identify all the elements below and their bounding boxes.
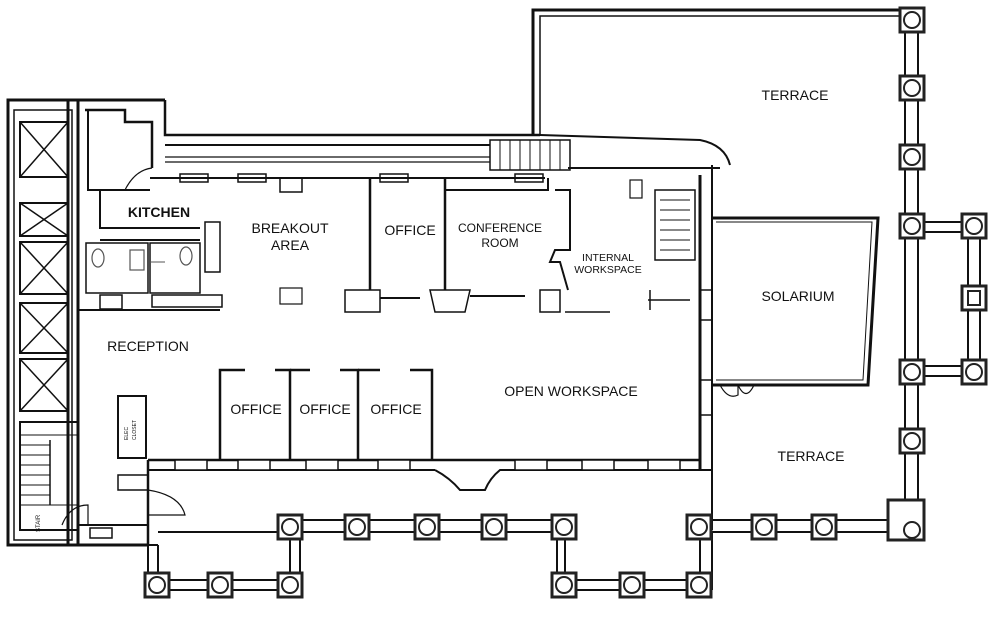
elevator-shaft-3 [19, 241, 69, 295]
conference-label-line2: ROOM [481, 236, 518, 250]
stair-treads [660, 199, 690, 251]
toilet-icon [91, 248, 105, 268]
column [898, 6, 926, 34]
column [618, 571, 646, 599]
column [898, 143, 926, 171]
terrace-bottom-label: TERRACE [778, 448, 845, 464]
conference-label-line1: CONFERENCE [458, 221, 542, 235]
column [898, 212, 926, 240]
terrace-perimeter [143, 6, 988, 599]
column [276, 513, 304, 541]
column [898, 74, 926, 102]
reception-details: ELEC CLOSET [61, 395, 186, 545]
column [886, 498, 926, 542]
column [960, 212, 988, 240]
elec-closet-label-2: CLOSET [132, 420, 138, 440]
kitchen-label: KITCHEN [128, 204, 190, 220]
column [550, 513, 578, 541]
column [810, 513, 838, 541]
column [413, 513, 441, 541]
column [898, 358, 926, 386]
internal-workspace-label-line1: INTERNAL [582, 252, 634, 264]
elec-closet-label-1: ELEC [124, 427, 130, 440]
column [960, 284, 988, 312]
column [143, 571, 171, 599]
elevator-shaft-1 [19, 121, 69, 178]
stair-label: STAIR [36, 514, 42, 532]
office-2-label: OFFICE [299, 401, 350, 417]
office-3-label: OFFICE [370, 401, 421, 417]
breakout-label-line1: BREAKOUT [251, 220, 328, 236]
column [480, 513, 508, 541]
internal-workspace-label-line2: WORKSPACE [574, 264, 641, 276]
breakout-label-line2: AREA [271, 237, 310, 253]
exterior-stair [489, 139, 571, 171]
reception-label: RECEPTION [107, 338, 189, 354]
column [685, 571, 713, 599]
kitchen-area [78, 110, 223, 311]
elevator-shaft-4 [19, 302, 69, 354]
column [206, 571, 234, 599]
solarium-label: SOLARIUM [761, 288, 834, 304]
elevator-core: STAIR [6, 98, 79, 547]
column [550, 571, 578, 599]
column [750, 513, 778, 541]
stairwell: STAIR [19, 421, 79, 532]
terrace-top-label: TERRACE [762, 87, 829, 103]
open-workspace-label: OPEN WORKSPACE [504, 383, 638, 399]
top-partitions [279, 139, 696, 313]
column [343, 513, 371, 541]
office-1-label: OFFICE [230, 401, 281, 417]
column [960, 358, 988, 386]
office-walls [8, 8, 912, 547]
office-top-label: OFFICE [384, 222, 435, 238]
column [898, 427, 926, 455]
elevator-shaft-5 [19, 358, 69, 412]
room-labels: TERRACE TERRACE KITCHEN BREAKOUT AREA OF… [107, 87, 844, 464]
solarium [699, 216, 880, 416]
bottom-offices [218, 368, 434, 460]
column [685, 513, 713, 541]
toilet-icon [179, 246, 193, 266]
restroom [85, 242, 201, 294]
column [276, 571, 304, 599]
elevator-shaft-2 [19, 202, 69, 237]
